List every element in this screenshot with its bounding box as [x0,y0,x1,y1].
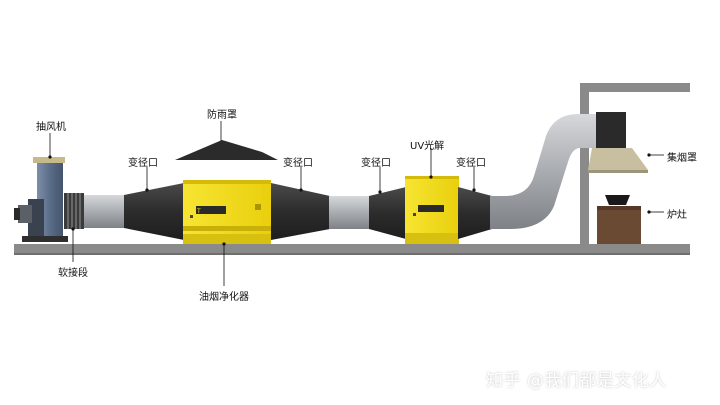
reducer-1 [124,183,184,240]
leader-lines [49,121,664,286]
soft-joint [64,193,84,229]
reducer-3 [369,187,406,239]
watermark: 知乎 @我们都是文化人 [486,371,667,391]
label-reducer-1: 变径口 [128,158,158,169]
uv-photolysis-unit [405,176,459,244]
label-purifier: 油烟净化器 [199,292,249,303]
building-wall [580,83,690,246]
svg-text:T: T [196,208,201,215]
stove [597,195,641,244]
reducer-4 [458,187,492,239]
oil-smoke-purifier: T [183,180,271,244]
exhaust-fan [14,157,68,242]
duct-section-1 [84,195,126,228]
label-soft-joint: 软接段 [58,268,88,279]
label-reducer-4: 变径口 [456,158,486,169]
floor [14,244,690,253]
label-rain-cover: 防雨罩 [207,110,237,121]
duct-section-2 [329,196,372,229]
rain-cover [175,140,278,160]
label-reducer-3: 变径口 [361,158,391,169]
label-hood: 集烟罩 [667,153,697,164]
leader-dots [48,153,651,246]
duct-elbow [490,114,598,229]
label-fan: 抽风机 [36,122,66,133]
smoke-collection-hood [588,112,648,173]
label-uv: UV光解 [410,141,445,152]
label-stove: 炉灶 [667,210,687,221]
label-reducer-2: 变径口 [283,158,313,169]
reducer-2 [271,183,330,240]
